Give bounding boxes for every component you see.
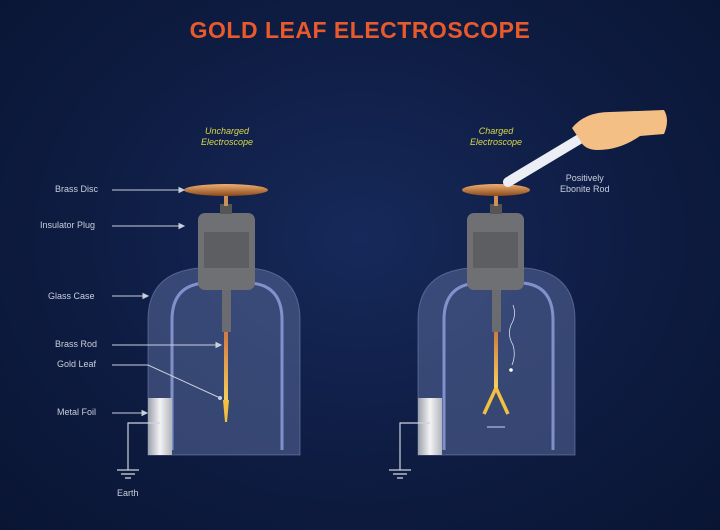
gold-leaves (482, 387, 510, 415)
metal-foil (418, 398, 442, 455)
brass-rod (494, 332, 498, 388)
page-title: GOLD LEAF ELECTROSCOPE (189, 17, 531, 43)
uncharged-caption: Uncharged Electroscope (182, 126, 272, 148)
earth-wire (399, 422, 430, 470)
brass-disc (184, 184, 268, 196)
charged-caption: Charged Electroscope (451, 126, 541, 148)
label-brass-disc: Brass Disc (55, 184, 99, 194)
earth-icon (117, 469, 139, 479)
spark-icon (509, 304, 515, 366)
label-gold-leaf: Gold Leaf (57, 359, 97, 369)
charged-electroscope (389, 110, 667, 479)
brass-disc (462, 184, 530, 196)
caption-line: Charged (478, 126, 514, 136)
gold-leaf (223, 400, 229, 422)
label-insulator-plug: Insulator Plug (40, 220, 96, 230)
uncharged-electroscope (117, 184, 301, 479)
label-brass-rod: Brass Rod (55, 339, 98, 349)
earth-icon (389, 469, 411, 479)
label-earth: Earth (117, 488, 139, 498)
caption-line: Uncharged (204, 126, 250, 136)
caption-line: Electroscope (200, 137, 254, 147)
label-metal-foil: Metal Foil (57, 407, 97, 417)
caption-line: Electroscope (469, 137, 523, 147)
earth-wire (127, 422, 160, 470)
rod-label-line: Positively (565, 173, 604, 183)
ebonite-rod-label: Positively Ebonite Rod (560, 173, 610, 195)
label-glass-case: Glass Case (48, 291, 95, 301)
label-arrows (112, 186, 223, 417)
rod-label-line: Ebonite Rod (560, 184, 610, 194)
hand-icon (572, 110, 667, 150)
metal-foil (148, 398, 172, 455)
brass-rod (224, 332, 228, 402)
